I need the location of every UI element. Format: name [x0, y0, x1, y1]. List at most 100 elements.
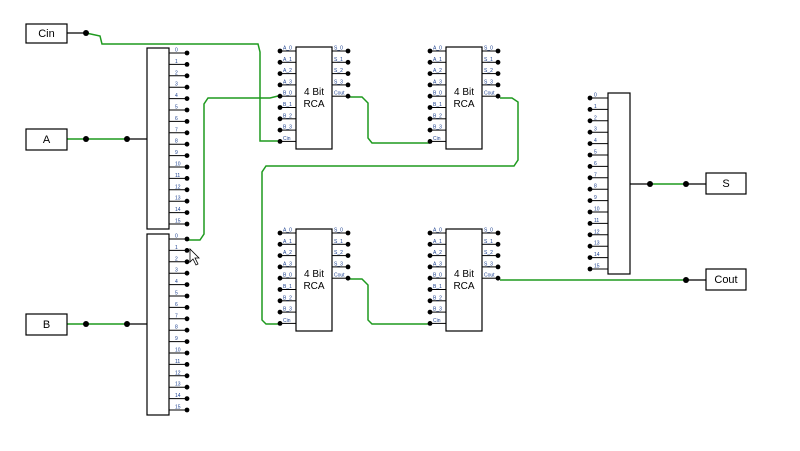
rca-in-b3[interactable]: B_3	[427, 125, 446, 133]
splitter-bit-10[interactable]: 10	[169, 348, 190, 356]
splitter-bit-7[interactable]: 7	[169, 127, 190, 136]
splitter-bit-15[interactable]: 15	[169, 219, 190, 227]
rca-out-s0[interactable]: S_0	[332, 46, 351, 54]
splitter-bit-4[interactable]: 4	[587, 138, 608, 147]
rca-out-s3[interactable]: S_3	[482, 79, 501, 88]
splitter-bit-11[interactable]: 11	[169, 173, 190, 181]
rca-in-a2[interactable]: A_2	[277, 68, 296, 76]
rca-out-s1[interactable]: S_1	[482, 239, 501, 247]
rca-block-2[interactable]: 4 BitRCAA_0A_1A_2A_3B_0B_1B_2B_3CinS_0S_…	[427, 46, 501, 150]
pin-b[interactable]: B	[25, 313, 130, 336]
splitter-bit-14[interactable]: 14	[587, 252, 608, 260]
splitter-bit-0[interactable]: 0	[587, 93, 608, 101]
rca-in-a1[interactable]: A_1	[427, 57, 446, 65]
rca-in-b1[interactable]: B_1	[427, 102, 446, 110]
splitter-bit-10[interactable]: 10	[587, 207, 608, 215]
splitter-bit-6[interactable]: 6	[169, 302, 190, 310]
rca-in-b3[interactable]: B_3	[277, 307, 296, 315]
splitter-bit-8[interactable]: 8	[169, 325, 190, 333]
rca-out-s3[interactable]: S_3	[332, 261, 351, 270]
splitter-bit-4[interactable]: 4	[169, 93, 190, 101]
splitter-bit-3[interactable]: 3	[587, 127, 608, 135]
splitter-bit-12[interactable]: 12	[169, 370, 190, 379]
rca-in-b2[interactable]: B_2	[277, 113, 296, 122]
rca-in-a1[interactable]: A_1	[277, 239, 296, 247]
splitter-bit-12[interactable]: 12	[169, 184, 190, 193]
rca-out-s0[interactable]: S_0	[332, 228, 351, 236]
splitter-bit-1[interactable]: 1	[587, 104, 608, 112]
splitter-bit-11[interactable]: 11	[587, 218, 608, 226]
rca-in-b2[interactable]: B_2	[427, 113, 446, 122]
pin-cout[interactable]: Cout	[683, 268, 747, 291]
splitter-bit-9[interactable]: 9	[169, 150, 190, 159]
splitter-bit-0[interactable]: 0	[169, 48, 190, 56]
rca-in-a0[interactable]: A_0	[427, 228, 446, 236]
splitter-bit-9[interactable]: 9	[169, 336, 190, 344]
rca-in-b0[interactable]: B_0	[277, 91, 296, 99]
pin-a[interactable]: A	[25, 128, 130, 151]
pin-s[interactable]: S	[647, 172, 747, 195]
rca-in-b2[interactable]: B_2	[427, 295, 446, 304]
splitter-bit-3[interactable]: 3	[169, 268, 190, 276]
rca-out-s2[interactable]: S_2	[332, 68, 351, 76]
rca-out-s0[interactable]: S_0	[482, 228, 501, 236]
rca-in-b1[interactable]: B_1	[277, 102, 296, 110]
rca-in-a3[interactable]: A_3	[427, 261, 446, 270]
rca-out-cout[interactable]: Cout	[332, 273, 351, 281]
splitter-bit-10[interactable]: 10	[169, 162, 190, 170]
rca-in-a1[interactable]: A_1	[277, 57, 296, 65]
pin-cin[interactable]: Cin	[25, 23, 89, 44]
rca-out-cout[interactable]: Cout	[332, 91, 351, 99]
rca-in-b3[interactable]: B_3	[427, 307, 446, 315]
rca-in-a0[interactable]: A_0	[277, 228, 296, 236]
splitter-bit-8[interactable]: 8	[169, 139, 190, 147]
rca-in-a0[interactable]: A_0	[277, 46, 296, 54]
rca-in-b0[interactable]: B_0	[427, 273, 446, 281]
rca-in-cin[interactable]: Cin	[427, 136, 446, 144]
splitter-bit-14[interactable]: 14	[169, 207, 190, 216]
rca-in-a2[interactable]: A_2	[427, 68, 446, 76]
rca-in-b3[interactable]: B_3	[277, 125, 296, 133]
rca-in-a1[interactable]: A_1	[427, 239, 446, 247]
splitter-bit-9[interactable]: 9	[587, 195, 608, 204]
rca-in-cin[interactable]: Cin	[277, 136, 296, 144]
rca-out-cout[interactable]: Cout	[482, 91, 501, 99]
splitter-bit-13[interactable]: 13	[169, 382, 190, 390]
rca-out-s3[interactable]: S_3	[332, 79, 351, 88]
splitter-bit-15[interactable]: 15	[169, 405, 190, 413]
rca-in-a3[interactable]: A_3	[277, 261, 296, 270]
rca-out-s1[interactable]: S_1	[332, 239, 351, 247]
rca-in-a2[interactable]: A_2	[427, 250, 446, 258]
rca-in-a0[interactable]: A_0	[427, 46, 446, 54]
rca-block-1[interactable]: 4 BitRCAA_0A_1A_2A_3B_0B_1B_2B_3CinS_0S_…	[277, 46, 351, 150]
splitter-bit-13[interactable]: 13	[169, 196, 190, 204]
splitter-bit-2[interactable]: 2	[587, 115, 608, 124]
rca-in-cin[interactable]: Cin	[277, 318, 296, 326]
splitter-bit-7[interactable]: 7	[169, 313, 190, 322]
rca-out-s2[interactable]: S_2	[482, 68, 501, 76]
splitter-bit-6[interactable]: 6	[169, 116, 190, 124]
rca-in-cin[interactable]: Cin	[427, 318, 446, 326]
rca-block-4[interactable]: 4 BitRCAA_0A_1A_2A_3B_0B_1B_2B_3CinS_0S_…	[427, 228, 501, 332]
rca-in-a3[interactable]: A_3	[277, 79, 296, 88]
rca-out-s0[interactable]: S_0	[482, 46, 501, 54]
splitter-bit-5[interactable]: 5	[169, 105, 190, 113]
rca-out-s2[interactable]: S_2	[482, 250, 501, 258]
rca-in-a3[interactable]: A_3	[427, 79, 446, 88]
splitter-bit-8[interactable]: 8	[587, 184, 608, 192]
splitter-bit-1[interactable]: 1	[169, 245, 190, 253]
rca-in-b0[interactable]: B_0	[427, 91, 446, 99]
rca-in-b0[interactable]: B_0	[277, 273, 296, 281]
rca-in-b1[interactable]: B_1	[427, 284, 446, 292]
rca-out-s1[interactable]: S_1	[332, 57, 351, 65]
rca-in-a2[interactable]: A_2	[277, 250, 296, 258]
rca-in-b1[interactable]: B_1	[277, 284, 296, 292]
rca-out-cout[interactable]: Cout	[482, 273, 501, 281]
splitter-bit-12[interactable]: 12	[587, 229, 608, 238]
rca-block-3[interactable]: 4 BitRCAA_0A_1A_2A_3B_0B_1B_2B_3CinS_0S_…	[277, 228, 351, 332]
splitter-bit-2[interactable]: 2	[169, 70, 190, 79]
